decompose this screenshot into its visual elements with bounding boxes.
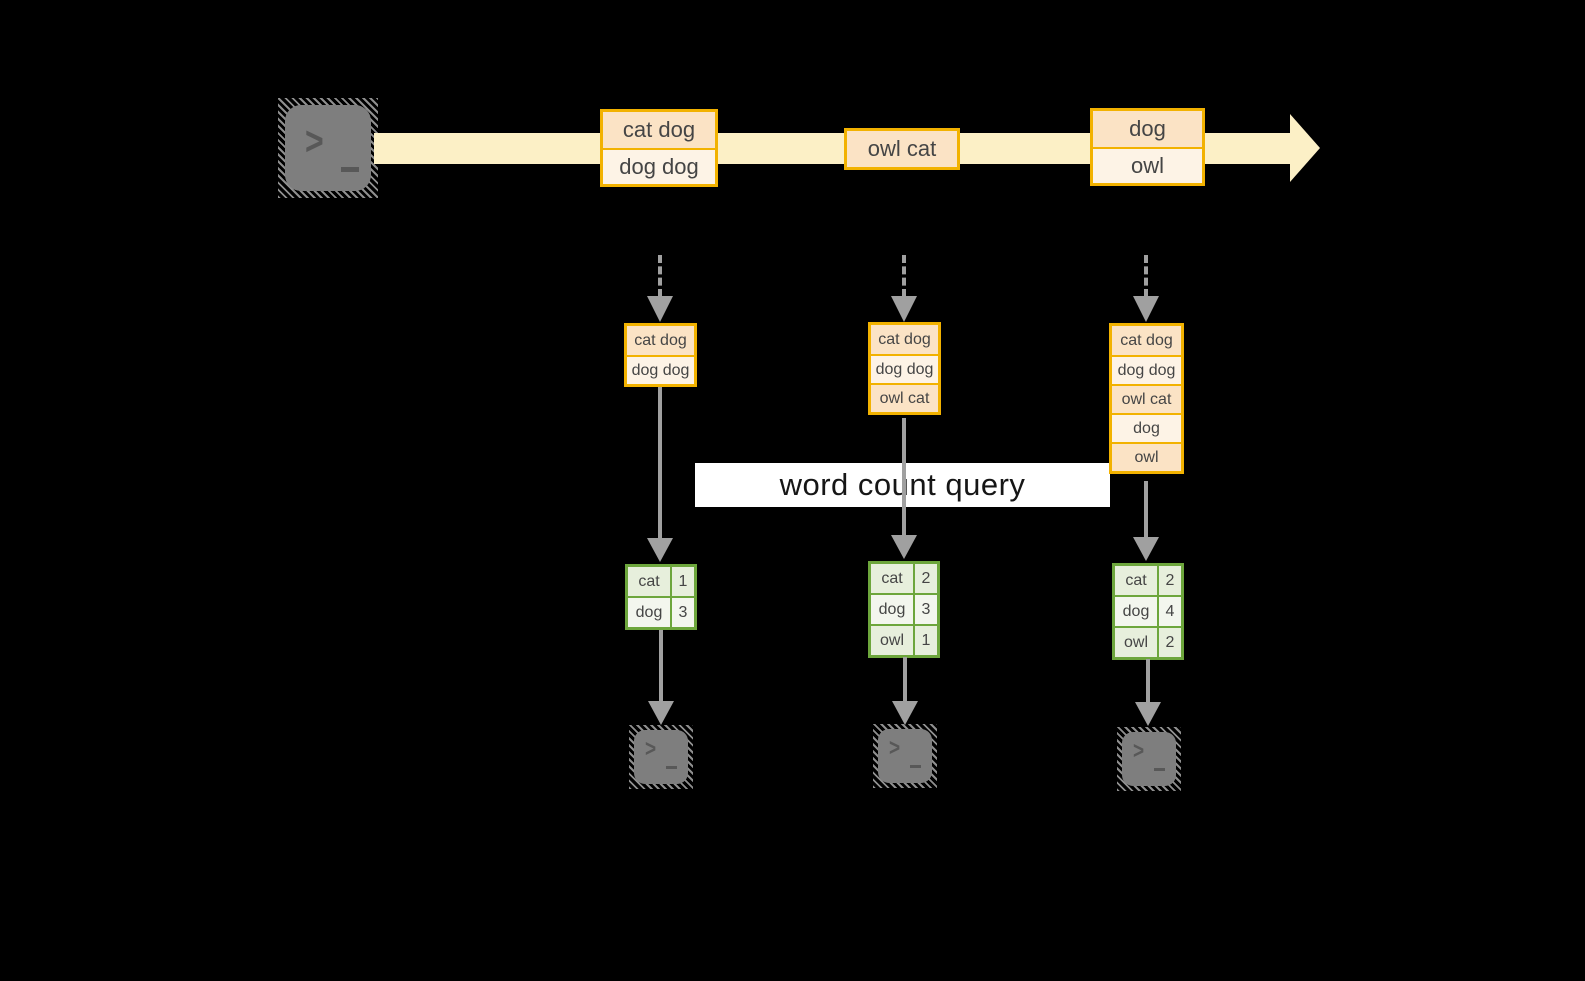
source-terminal-icon: > [278,98,378,198]
arrow-line-state-to-count-3 [1144,481,1148,537]
record-row: cat dog [1112,326,1181,355]
output-terminal-icon-2: > [873,724,937,788]
count-word-cell: dog [871,595,913,624]
prompt-chevron-icon: > [645,736,657,763]
record-row: cat dog [627,326,694,355]
terminal-screen: > [634,730,688,784]
arrowhead-icon-output-2 [892,701,918,725]
record-row: dog dog [603,148,715,184]
terminal-screen: > [1122,732,1176,786]
count-value-cell: 2 [1159,566,1181,595]
record-row: dog [1093,111,1202,147]
record-row: dog dog [1112,355,1181,384]
arrow-line-count-to-output-1 [659,630,663,702]
count-value-cell: 1 [672,567,694,596]
dashed-arrowhead-icon-1 [647,296,673,322]
count-value-cell: 1 [915,626,937,655]
prompt-chevron-icon: > [1133,738,1145,765]
arrow-line-state-to-count-2 [902,418,906,535]
dashed-arrow-line-1 [658,255,662,297]
count-word-cell: cat [1115,566,1157,595]
prompt-cursor-icon [1154,768,1165,771]
record-row: owl [1112,442,1181,471]
prompt-cursor-icon [666,766,677,769]
record-row: owl cat [1112,384,1181,413]
count-word-cell: dog [628,598,670,627]
arrowhead-icon-output-3 [1135,702,1161,726]
record-row: owl cat [871,383,938,412]
arrowhead-icon-output-1 [648,701,674,725]
terminal-screen: > [285,105,371,191]
count-value-cell: 2 [1159,628,1181,657]
record-row: dog dog [871,354,938,383]
arrowhead-icon-count-3 [1133,537,1159,561]
arrowhead-icon-count-2 [891,535,917,559]
count-word-cell: dog [1115,597,1157,626]
count-value-cell: 4 [1159,597,1181,626]
record-row: owl [1093,147,1202,183]
count-value-cell: 3 [672,598,694,627]
prompt-chevron-icon: > [889,735,901,762]
record-row: owl cat [847,131,957,167]
output-terminal-icon-1: > [629,725,693,789]
arrowhead-icon-count-1 [647,538,673,562]
prompt-cursor-icon [341,167,359,172]
count-word-cell: owl [1115,628,1157,657]
stream-arrowhead-icon [1290,114,1320,182]
stream-event-box-2: owl cat [844,128,960,170]
arrow-line-state-to-count-1 [658,387,662,538]
record-row: cat dog [603,112,715,148]
count-word-cell: cat [628,567,670,596]
count-word-cell: owl [871,626,913,655]
prompt-chevron-icon: > [305,118,324,164]
count-word-cell: cat [871,564,913,593]
record-row: dog [1112,413,1181,442]
count-value-cell: 3 [915,595,937,624]
terminal-screen: > [878,729,932,783]
count-value-cell: 2 [915,564,937,593]
dashed-arrowhead-icon-2 [891,296,917,322]
prompt-cursor-icon [910,765,921,768]
dashed-arrow-line-3 [1144,255,1148,297]
arrow-line-count-to-output-2 [903,657,907,702]
record-row: cat dog [871,325,938,354]
dashed-arrow-line-2 [902,255,906,297]
output-terminal-icon-3: > [1117,727,1181,791]
record-row: dog dog [627,355,694,384]
arrow-line-count-to-output-3 [1146,659,1150,704]
dashed-arrowhead-icon-3 [1133,296,1159,322]
